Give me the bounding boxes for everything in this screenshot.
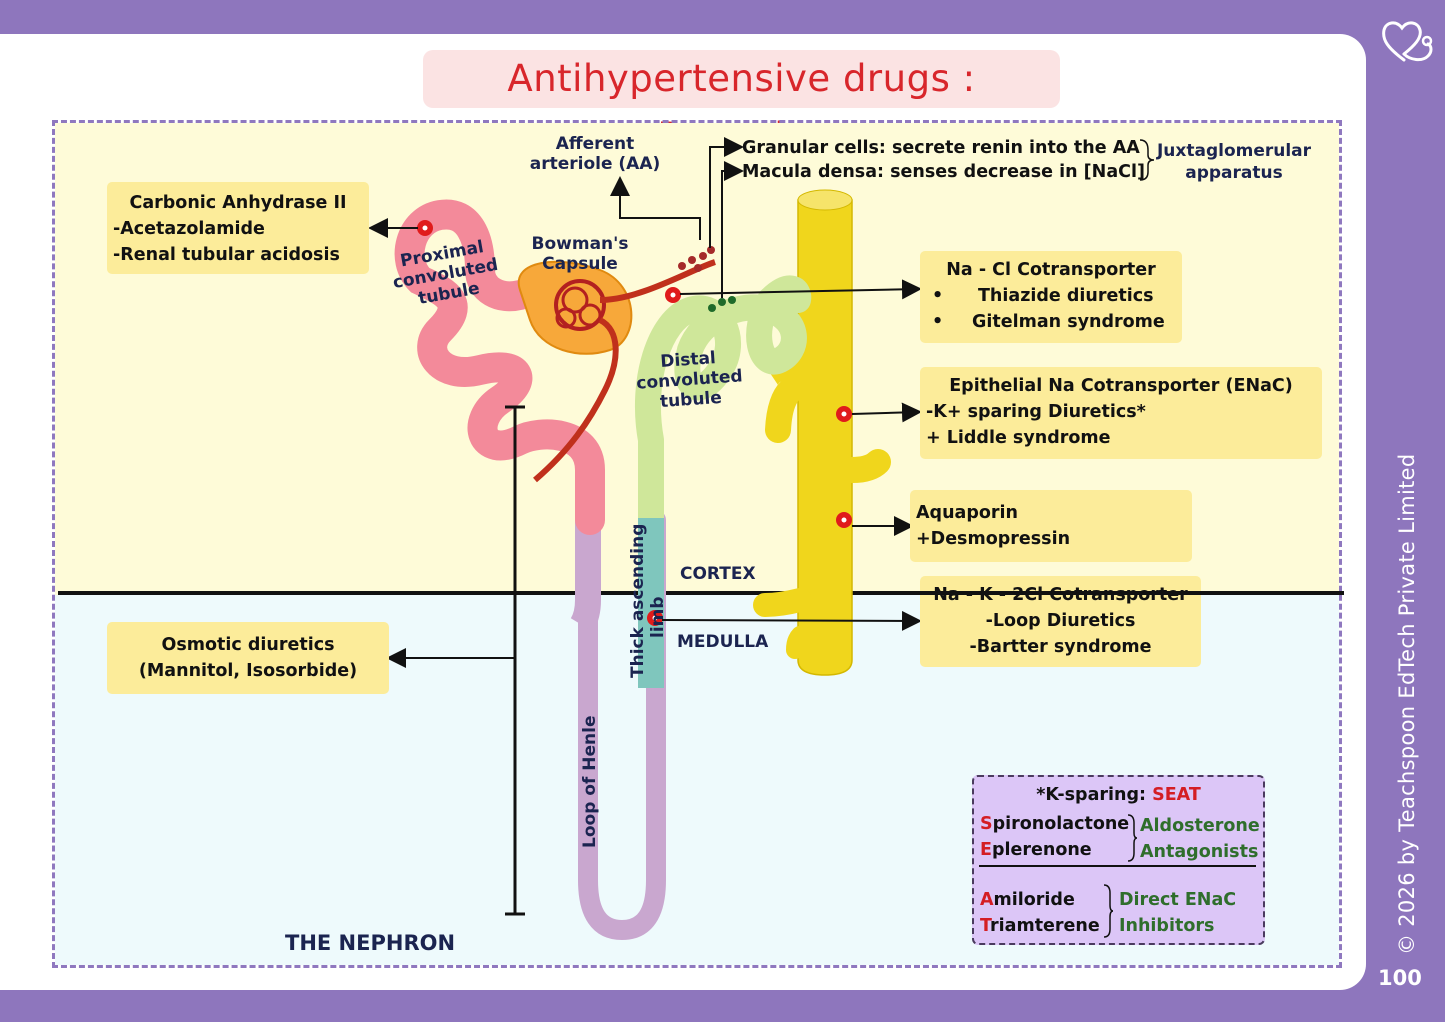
carbonic-anhydrase-box: Carbonic Anhydrase II -Acetazolamide -Re… [107, 182, 369, 274]
enac-box-line: -K+ sparing Diuretics* [926, 402, 1146, 422]
thick-ascending-limb-segment [638, 518, 664, 688]
thick-limb-label: Thick ascending limb [628, 518, 668, 678]
seat-drug-initial: E [980, 840, 992, 860]
osmotic-diuretics-box: Osmotic diuretics (Mannitol, Isosorbide) [107, 622, 389, 694]
seat-brace-icon [1127, 814, 1138, 862]
carbonic-box-title: Carbonic Anhydrase II [129, 193, 347, 213]
seat-drug-rest: miloride [993, 890, 1075, 910]
seat-heading-key: SEAT [1152, 785, 1201, 805]
page-number: 100 [1378, 966, 1422, 990]
seat-mnemonic-box: *K-sparing: SEAT Spironolactone Eplereno… [972, 775, 1265, 945]
seat-separator [979, 865, 1256, 867]
osmotic-box-line: (Mannitol, Isosorbide) [138, 661, 358, 681]
heart-stethoscope-icon [1382, 21, 1433, 62]
osmotic-box-line: Osmotic diuretics [161, 635, 335, 655]
nacl-box-title: Na - Cl Cotransporter [946, 260, 1156, 280]
seat-drug-initial: A [980, 890, 994, 910]
carbonic-box-line: -Acetazolamide [113, 219, 265, 239]
nacl-box-line: Gitelman syndrome [972, 312, 1165, 332]
nkcc-box: Na - K - 2Cl Cotransporter -Loop Diureti… [920, 576, 1201, 667]
dct-label: Distal convoluted tubule [630, 346, 749, 414]
seat-drug: Amiloride [980, 887, 1100, 913]
cortex-medulla-divider [58, 591, 1344, 595]
distal-convoluted-tubule [635, 275, 812, 453]
seat-drug-rest: pironolactone [992, 814, 1130, 834]
seat-class-line: Antagonists [1140, 842, 1259, 862]
bowman-label: Bowman's Capsule [520, 234, 640, 274]
seat-drug-initial: S [980, 814, 993, 834]
thick-limb-label-line: Thick ascending [628, 523, 648, 678]
loop-of-henle [570, 510, 666, 941]
seat-class-line: Inhibitors [1119, 916, 1215, 936]
seat-class-line: Direct ENaC [1119, 890, 1237, 910]
macula-densa-text: Macula densa: senses decrease in [NaCl] [742, 162, 1145, 182]
juxtaglomerular-label: Juxtaglomerular apparatus [1154, 140, 1314, 184]
carbonic-box-line: -Renal tubular acidosis [113, 245, 340, 265]
medulla-label: MEDULLA [677, 632, 769, 652]
seat-group2-drugs: Amiloride Triamterene [980, 887, 1100, 939]
afferent-arteriole [599, 259, 716, 303]
seat-drug-initial: T [980, 916, 991, 936]
juxtaglomerular-label-line: apparatus [1185, 163, 1283, 183]
nacl-box-bullet: •Gitelman syndrome [932, 312, 1165, 332]
afferent-label-line: arteriole (AA) [529, 154, 661, 174]
granular-cells-text: Granular cells: secrete renin into the A… [742, 138, 1140, 158]
afferent-label: Afferent arteriole (AA) [520, 134, 670, 174]
seat-group2-class: Direct ENaC Inhibitors [1119, 887, 1236, 939]
afferent-label-line: Afferent [555, 134, 635, 154]
enac-box-title: Epithelial Na Cotransporter (ENaC) [949, 376, 1293, 396]
seat-drug: Triamterene [980, 913, 1100, 939]
bowman-label-line: Capsule [542, 254, 618, 274]
seat-drug: Eplerenone [980, 837, 1129, 863]
aquaporin-box-line: Aquaporin [916, 503, 1018, 523]
nkcc-box-line: -Loop Diuretics [985, 611, 1136, 631]
proximal-convoluted-tubule [394, 199, 605, 535]
bowman-label-line: Bowman's [531, 234, 629, 254]
nacl-box-bullet: •Thiazide diuretics [932, 286, 1154, 306]
macula-densa-cells [708, 296, 736, 312]
pointer-arrows [368, 137, 922, 668]
aquaporin-box-line: +Desmopressin [916, 529, 1071, 549]
nacl-box-line: Thiazide diuretics [978, 286, 1154, 306]
nkcc-box-line: -Bartter syndrome [969, 637, 1152, 657]
copyright-text: © 2026 by Teachspoon EdTech Private Limi… [1395, 453, 1419, 956]
seat-drug-rest: plerenone [991, 840, 1092, 860]
thick-limb-label-line: limb [648, 596, 668, 638]
seat-group1-class: Aldosterone Antagonists [1140, 813, 1260, 865]
seat-drug-rest: riamterene [990, 916, 1100, 936]
seat-heading-prefix: *K-sparing: [1036, 785, 1153, 805]
bowmans-capsule [517, 260, 633, 355]
enac-box: Epithelial Na Cotransporter (ENaC) -K+ s… [920, 367, 1322, 459]
loop-label: Loop of Henle [580, 715, 600, 849]
collecting-duct [753, 189, 891, 676]
juxtaglomerular-brace [1139, 139, 1155, 181]
cortex-label: CORTEX [680, 564, 756, 584]
divider-overlay [920, 591, 1201, 595]
efferent-arteriole [533, 317, 619, 483]
seat-brace-icon [1103, 884, 1114, 938]
nephron-title: THE NEPHRON [285, 931, 456, 955]
drug-site-markers [417, 220, 852, 626]
seat-class-line: Aldosterone [1140, 816, 1260, 836]
nkcc-box-title: Na - K - 2Cl Cotransporter [933, 585, 1188, 605]
granular-cells [678, 246, 715, 272]
aquaporin-box: Aquaporin +Desmopressin [910, 490, 1192, 562]
osmotic-range-bar [505, 405, 525, 916]
seat-drug: Spironolactone [980, 811, 1129, 837]
nacl-cotransporter-box: Na - Cl Cotransporter •Thiazide diuretic… [920, 251, 1182, 343]
seat-heading: *K-sparing: SEAT [974, 785, 1263, 805]
seat-group1-drugs: Spironolactone Eplerenone [980, 811, 1129, 863]
juxtaglomerular-label-line: Juxtaglomerular [1156, 141, 1312, 161]
enac-box-line: + Liddle syndrome [926, 428, 1111, 448]
